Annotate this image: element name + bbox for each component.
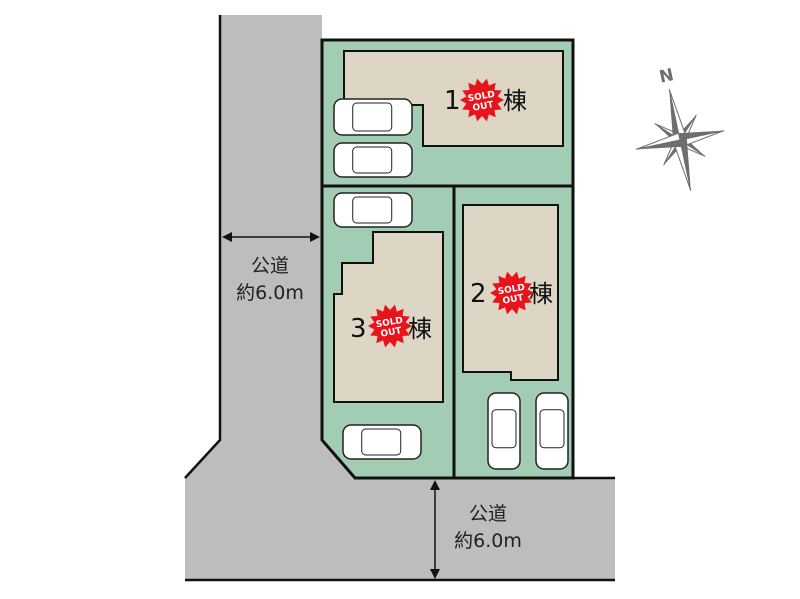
road-label-width: 約6.0m bbox=[454, 530, 522, 552]
west-road bbox=[220, 15, 322, 478]
parked-car-icon bbox=[333, 192, 413, 228]
road-label-width: 約6.0m bbox=[236, 282, 304, 304]
lot-suffix: 棟 bbox=[408, 315, 432, 343]
road-label-type: 公道 bbox=[469, 503, 507, 525]
road-edge-line bbox=[184, 15, 222, 479]
starburst-shape bbox=[460, 78, 504, 122]
parked-car-icon bbox=[333, 142, 413, 178]
parked-car-icon bbox=[487, 392, 521, 470]
parking-cars bbox=[333, 98, 569, 470]
road-label-type: 公道 bbox=[251, 255, 289, 277]
lot-number: 3 bbox=[350, 314, 367, 344]
parked-car-icon bbox=[333, 98, 413, 136]
south-road bbox=[185, 440, 615, 580]
lot-number: 1 bbox=[444, 86, 461, 116]
compass-rose-icon: N bbox=[635, 65, 725, 192]
starburst-shape bbox=[490, 271, 534, 315]
sold-text: SOLD bbox=[497, 283, 526, 298]
out-text: OUT bbox=[380, 326, 403, 340]
lot-suffix: 棟 bbox=[503, 87, 527, 115]
lot-suffix: 棟 bbox=[529, 280, 553, 308]
south-road-width-arrow bbox=[430, 480, 440, 579]
out-text: OUT bbox=[502, 293, 525, 307]
west-road-width-arrow bbox=[222, 232, 320, 242]
out-text: OUT bbox=[472, 100, 495, 114]
starburst-shape bbox=[368, 304, 412, 348]
sold-text: SOLD bbox=[467, 90, 496, 105]
sold-text: SOLD bbox=[375, 316, 404, 331]
parked-car-icon bbox=[535, 392, 569, 470]
lot-number: 2 bbox=[470, 279, 487, 309]
compass-north-label: N bbox=[657, 65, 675, 88]
parked-car-icon bbox=[342, 424, 422, 460]
